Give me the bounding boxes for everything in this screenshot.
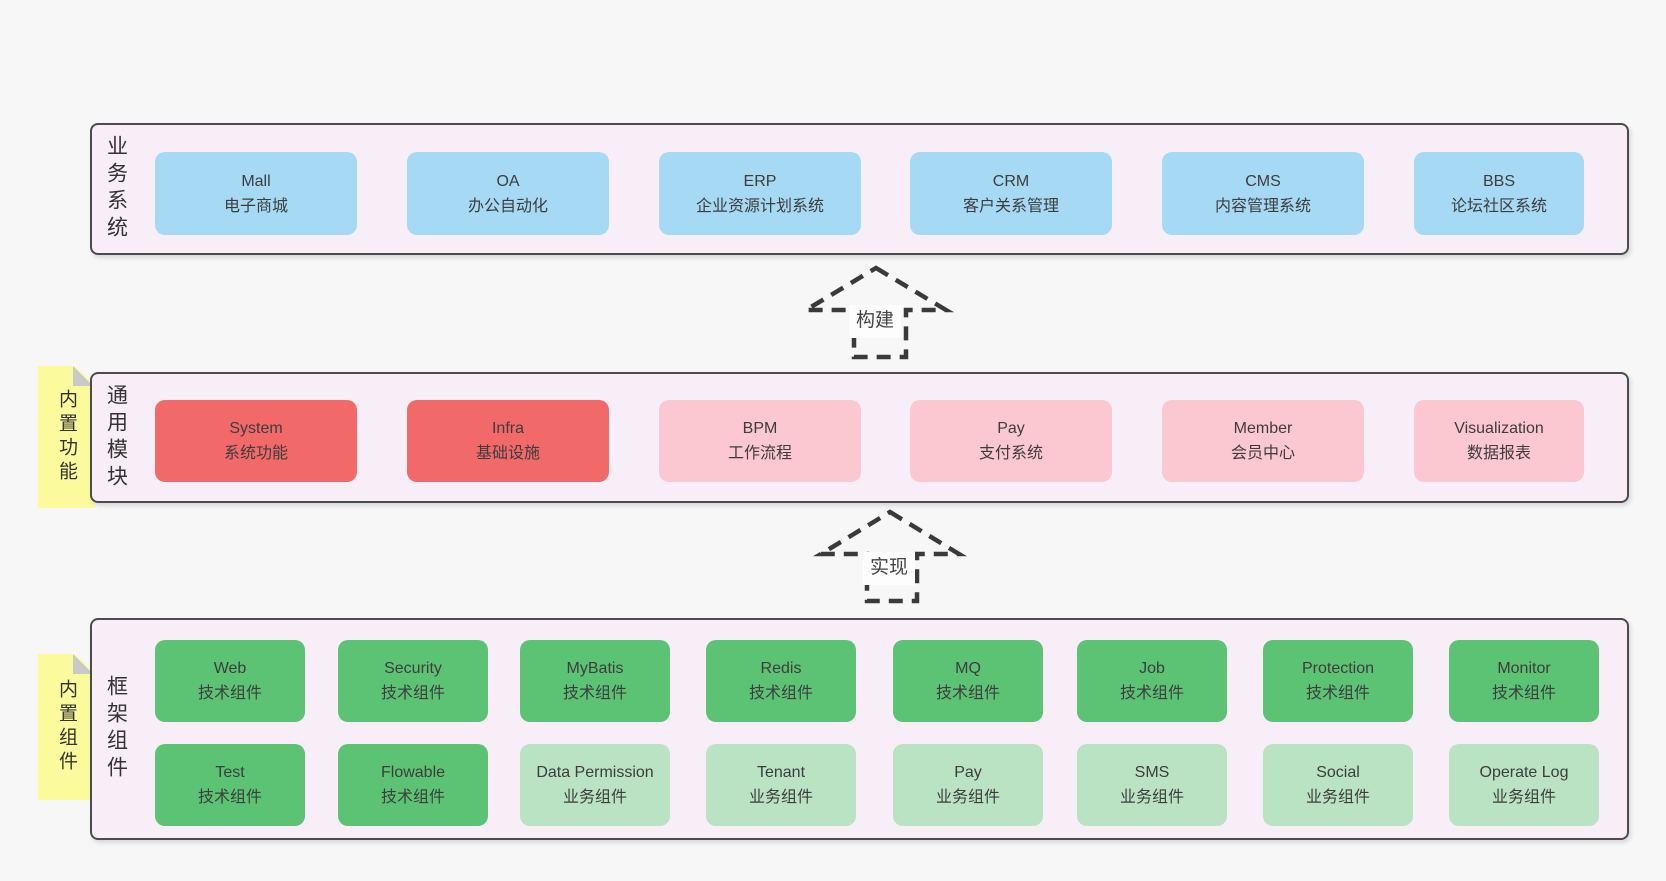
box-title: BPM	[742, 420, 778, 437]
box-erp: ERP 企业资源计划系统	[659, 152, 861, 235]
box-subtitle: 工作流程	[727, 445, 792, 462]
box-subtitle: 系统功能	[223, 445, 288, 462]
box-data-permission: Data Permission 业务组件	[520, 744, 670, 826]
box-subtitle: 业务组件	[562, 789, 627, 806]
box-pay-component: Pay 业务组件	[893, 744, 1043, 826]
box-title: Monitor	[1497, 660, 1551, 677]
box-subtitle: 内容管理系统	[1214, 197, 1311, 215]
box-member: Member 会员中心	[1162, 400, 1364, 482]
band-common-modules: 通用模块 System 系统功能 Infra 基础设施 BPM 工作流程 Pay…	[90, 372, 1629, 503]
box-subtitle: 技术组件	[197, 789, 262, 806]
box-title: Tenant	[756, 764, 806, 781]
box-infra: Infra 基础设施	[407, 400, 609, 482]
box-title: Social	[1316, 764, 1360, 781]
band-business-systems: 业务系统 Mall 电子商城 OA 办公自动化 ERP 企业资源计划系统 CRM…	[90, 123, 1629, 255]
box-subtitle: 技术组件	[1491, 685, 1556, 702]
band-label-business-systems: 业务系统	[100, 125, 132, 253]
box-title: Mall	[241, 172, 271, 190]
box-title: Member	[1233, 420, 1293, 437]
box-subtitle: 数据报表	[1466, 445, 1531, 462]
box-subtitle: 技术组件	[197, 685, 262, 702]
box-subtitle: 技术组件	[380, 789, 445, 806]
box-oa: OA 办公自动化	[407, 152, 609, 235]
box-job: Job 技术组件	[1077, 640, 1227, 722]
box-web: Web 技术组件	[155, 640, 305, 722]
box-subtitle: 技术组件	[1305, 685, 1370, 702]
box-mq: MQ 技术组件	[893, 640, 1043, 722]
box-subtitle: 电子商城	[223, 197, 288, 215]
box-subtitle: 业务组件	[1119, 789, 1184, 806]
band-label-common-modules: 通用模块	[100, 374, 132, 501]
box-subtitle: 业务组件	[1305, 789, 1370, 806]
box-sms: SMS 业务组件	[1077, 744, 1227, 826]
box-redis: Redis 技术组件	[706, 640, 856, 722]
box-title: OA	[496, 172, 520, 190]
box-subtitle: 基础设施	[475, 445, 540, 462]
box-subtitle: 技术组件	[748, 685, 813, 702]
box-test: Test 技术组件	[155, 744, 305, 826]
band-label-framework-components: 框架组件	[100, 620, 132, 838]
box-title: Protection	[1301, 660, 1375, 677]
box-mall: Mall 电子商城	[155, 152, 357, 235]
box-visualization: Visualization 数据报表	[1414, 400, 1584, 482]
box-subtitle: 技术组件	[935, 685, 1000, 702]
box-pay-module: Pay 支付系统	[910, 400, 1112, 482]
box-title: MyBatis	[566, 660, 624, 677]
box-title: Infra	[491, 420, 524, 437]
box-subtitle: 支付系统	[978, 445, 1043, 462]
box-protection: Protection 技术组件	[1263, 640, 1413, 722]
box-title: Pay	[954, 764, 982, 781]
box-subtitle: 业务组件	[1491, 789, 1556, 806]
band-framework-components: 框架组件 Web 技术组件 Security 技术组件 MyBatis 技术组件…	[90, 618, 1629, 840]
box-title: Operate Log	[1479, 764, 1569, 781]
box-security: Security 技术组件	[338, 640, 488, 722]
box-title: SMS	[1134, 764, 1170, 781]
box-system: System 系统功能	[155, 400, 357, 482]
box-title: Data Permission	[536, 764, 654, 781]
box-crm: CRM 客户关系管理	[910, 152, 1112, 235]
box-title: System	[229, 420, 283, 437]
box-title: BBS	[1482, 172, 1515, 190]
box-subtitle: 办公自动化	[467, 197, 548, 215]
box-title: Test	[215, 764, 245, 781]
box-cms: CMS 内容管理系统	[1162, 152, 1364, 235]
box-bbs: BBS 论坛社区系统	[1414, 152, 1584, 235]
box-bpm: BPM 工作流程	[659, 400, 861, 482]
box-title: CRM	[992, 172, 1030, 190]
box-title: Pay	[997, 420, 1025, 437]
sticky-note-builtin-features: 内置功能	[38, 366, 95, 508]
sticky-note-builtin-components: 内置组件	[38, 654, 95, 800]
box-title: Flowable	[380, 764, 446, 781]
box-subtitle: 技术组件	[380, 685, 445, 702]
box-subtitle: 业务组件	[748, 789, 813, 806]
box-title: ERP	[743, 172, 777, 190]
band-label-text: 通用模块	[104, 383, 128, 492]
box-monitor: Monitor 技术组件	[1449, 640, 1599, 722]
box-title: Visualization	[1454, 420, 1544, 437]
arrow-implement-label: 实现	[863, 552, 916, 585]
box-title: Web	[213, 660, 247, 677]
box-subtitle: 会员中心	[1230, 445, 1295, 462]
box-tenant: Tenant 业务组件	[706, 744, 856, 826]
sticky-label: 内置功能	[56, 389, 77, 485]
band-label-text: 业务系统	[104, 135, 128, 243]
box-title: CMS	[1245, 172, 1281, 190]
box-subtitle: 客户关系管理	[962, 197, 1059, 215]
box-subtitle: 论坛社区系统	[1450, 197, 1547, 215]
box-title: Security	[384, 660, 442, 677]
band-label-text: 框架组件	[104, 675, 128, 783]
box-subtitle: 业务组件	[935, 789, 1000, 806]
box-title: Redis	[760, 660, 802, 677]
sticky-label: 内置组件	[56, 679, 77, 775]
box-mybatis: MyBatis 技术组件	[520, 640, 670, 722]
arrow-build-label: 构建	[849, 305, 902, 338]
box-subtitle: 技术组件	[1119, 685, 1184, 702]
box-operate-log: Operate Log 业务组件	[1449, 744, 1599, 826]
box-title: MQ	[955, 660, 981, 677]
box-flowable: Flowable 技术组件	[338, 744, 488, 826]
box-subtitle: 技术组件	[562, 685, 627, 702]
box-subtitle: 企业资源计划系统	[695, 197, 824, 215]
box-social: Social 业务组件	[1263, 744, 1413, 826]
box-title: Job	[1139, 660, 1165, 677]
